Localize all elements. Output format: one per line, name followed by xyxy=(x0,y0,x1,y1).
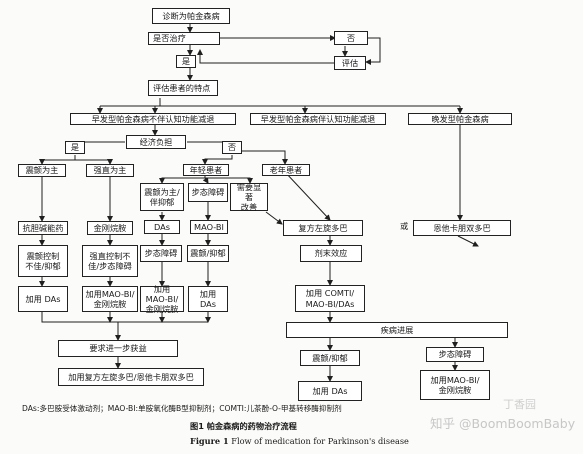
add-maob-amantadine-node-3: 加用MAO-BI/ 金刚烷胺 xyxy=(420,370,490,400)
need-improvement-node: 需要显著 改善 xyxy=(230,182,268,212)
gait-disorder-node-2: 步态障碍 xyxy=(140,245,182,262)
add-maob-amantadine-node-2: 加用MAO-BI/ 金刚烷胺 xyxy=(140,284,184,314)
young-patients-node: 年轻患者 xyxy=(183,164,229,176)
treat-decision-node: 是否治疗 xyxy=(148,32,220,45)
add-das-node-3: 加用 DAs xyxy=(298,381,362,401)
amantadine-node: 金刚烷胺 xyxy=(87,221,133,235)
evaluate-node: 评估 xyxy=(334,56,366,70)
diagnosis-node: 诊断为帕金森病 xyxy=(152,8,230,24)
watermark-text: 知乎 @BoomBoomBaby xyxy=(430,416,576,431)
watermark-logo: 丁香园 xyxy=(503,398,536,411)
figure-title-chinese: 图1 帕金森病的药物治疗流程 xyxy=(190,421,297,431)
needs-more-benefit-node: 要求进一步获益 xyxy=(58,340,178,357)
entacapone-node: 恩他卡朋双多巴 xyxy=(413,220,511,236)
economic-burden-node: 经济负担 xyxy=(126,135,186,149)
add-levodopa-entacapone-node: 加用复方左旋多巴/恩他卡朋双多巴 xyxy=(58,368,204,386)
add-das-node-1: 加用 DAs xyxy=(18,286,68,312)
maob-node: MAO-BI xyxy=(190,220,228,234)
disease-progression-node: 疾病进展 xyxy=(286,322,508,338)
tremor-depression-node-2: 震颤/抑郁 xyxy=(187,245,229,262)
tremor-depression-node-3: 震颤/抑郁 xyxy=(300,350,360,366)
tremor-poor-control-node: 震颤控制 不佳/抑郁 xyxy=(18,245,68,277)
yes-node-1: 是 xyxy=(176,55,196,68)
figure-title-text: Flow of medication for Parkinson's disea… xyxy=(228,436,409,446)
figure-title-english: Figure 1 Flow of medication for Parkinso… xyxy=(190,436,409,447)
early-no-cognitive-decline-node: 早发型帕金森病不伴认知功能减退 xyxy=(70,113,236,125)
gait-disorder-node-3: 步态障碍 xyxy=(426,347,484,362)
no-node-1: 否 xyxy=(334,31,368,45)
levodopa-node: 复方左旋多巴 xyxy=(283,220,363,236)
abbreviations-caption: DAs:多巴胺受体激动剂；MAO-BI:单胺氧化酶B型抑制剂；COMTI:儿茶酚… xyxy=(22,404,342,413)
tremor-depression-node: 震颤为主/ 伴抑郁 xyxy=(140,183,184,211)
add-maob-amantadine-node-1: 加用MAO-BI/ 金刚烷胺 xyxy=(82,286,138,312)
wearing-off-node: 剂末效应 xyxy=(300,245,362,262)
no-node-2: 否 xyxy=(222,141,242,154)
yes-node-2: 是 xyxy=(65,141,85,154)
add-das-node-2: 加用 DAs xyxy=(188,286,228,312)
early-cognitive-decline-node: 早发型帕金森病伴认知功能减退 xyxy=(250,113,386,125)
or-label: 或 xyxy=(400,221,409,231)
tremor-dominant-node: 震颤为主 xyxy=(18,164,66,177)
anticholinergic-node: 抗胆碱能药 xyxy=(18,221,68,235)
figure-number: Figure 1 xyxy=(190,436,229,446)
elderly-patients-node: 老年患者 xyxy=(262,164,310,176)
das-node: DAs xyxy=(144,220,180,234)
add-comt-node: 加用 COMTI/ MAO-BI/DAs xyxy=(295,285,365,312)
gait-disorder-node: 步态障碍 xyxy=(188,183,228,202)
rigidity-dominant-node: 强直为主 xyxy=(86,164,134,177)
rigidity-poor-control-node: 强直控制不 佳/步态障碍 xyxy=(82,245,138,277)
assess-features-node: 评估患者的特点 xyxy=(148,80,218,96)
late-onset-node: 晚发型帕金森病 xyxy=(408,113,512,125)
